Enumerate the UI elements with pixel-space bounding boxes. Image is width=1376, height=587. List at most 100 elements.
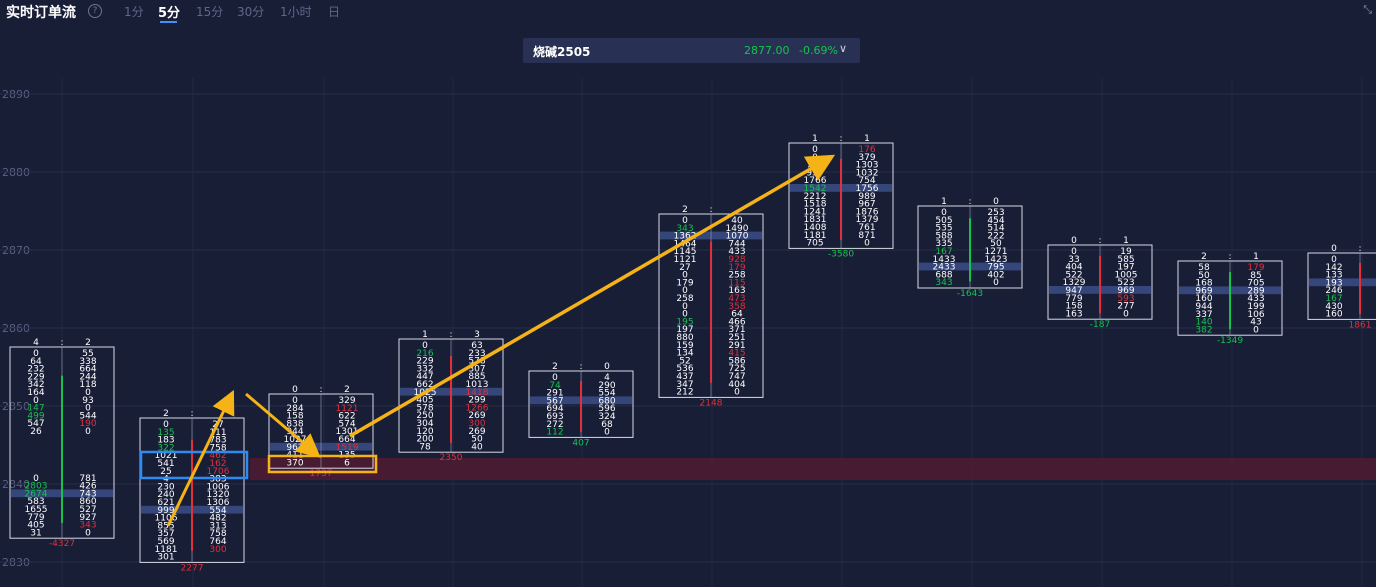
bid-volume: 567: [546, 396, 563, 406]
tab-5min[interactable]: 5分: [158, 6, 181, 21]
bid-volume: 304: [416, 419, 433, 429]
bid-volume: 272: [546, 420, 563, 430]
bid-volume: 74: [549, 381, 561, 391]
bid-volume: 370: [286, 458, 303, 468]
bid-volume: 405: [416, 396, 433, 406]
ask-volume: 1005: [1115, 270, 1138, 280]
candle-delta: -1349: [1217, 336, 1243, 346]
tab-1hour[interactable]: 1小时: [280, 5, 312, 19]
ask-volume: 383: [209, 475, 226, 485]
candle-top-bid: 1: [812, 134, 818, 144]
ask-volume: 967: [858, 200, 875, 210]
bid-volume: 343: [676, 224, 693, 234]
candle-delta: 2148: [700, 398, 723, 408]
poc-row: [1309, 278, 1376, 287]
bid-volume: 26: [30, 427, 42, 437]
expand-icon[interactable]: ⤡: [1363, 3, 1372, 16]
ask-volume: 1271: [985, 247, 1008, 257]
candle-top-bid: 2: [1201, 252, 1207, 262]
bid-volume: 437: [676, 372, 693, 382]
bid-volume: 0: [1331, 255, 1337, 265]
bid-volume: 163: [1065, 309, 1082, 319]
bid-volume: 200: [416, 435, 433, 445]
bid-volume: 536: [676, 364, 693, 374]
ask-volume: 989: [858, 192, 875, 202]
ask-volume: 725: [728, 364, 745, 374]
bid-volume: 133: [1325, 271, 1342, 281]
ask-volume: 179: [1247, 263, 1264, 273]
bid-volume: 230: [157, 482, 174, 492]
bid-volume: 662: [416, 380, 433, 390]
bid-volume: 229: [416, 357, 433, 367]
tab-30min[interactable]: 30分: [237, 5, 265, 19]
bid-volume: 541: [157, 459, 174, 469]
ask-volume: 664: [338, 435, 355, 445]
bid-volume: 0: [812, 145, 818, 155]
candle-top-sep: :: [1358, 244, 1361, 254]
ask-volume: 222: [987, 231, 1004, 241]
ask-volume: 0: [85, 388, 91, 398]
candle-delta: 1861: [1349, 320, 1372, 330]
bid-volume: 0: [33, 396, 39, 406]
ask-volume: 106: [1247, 310, 1264, 320]
candle-top-ask: 2: [85, 338, 91, 348]
ask-volume: 1876: [856, 207, 879, 217]
tab-day[interactable]: 日: [328, 5, 341, 19]
bid-volume: 160: [1325, 310, 1342, 320]
ask-volume: 0: [85, 404, 91, 414]
ask-volume: 277: [1117, 302, 1134, 312]
candle-top-bid: 0: [1331, 244, 1337, 254]
ask-volume: 454: [987, 216, 1004, 226]
bid-volume: 1241: [804, 207, 827, 217]
ask-volume: 1423: [985, 255, 1008, 265]
ask-volume: 1418: [466, 388, 489, 398]
ask-volume: 527: [79, 505, 96, 515]
bid-volume: 1766: [804, 176, 827, 186]
candle-top-ask: 1: [1253, 252, 1259, 262]
ask-volume: 118: [79, 380, 96, 390]
bid-volume: 197: [676, 325, 693, 335]
tab-1min[interactable]: 1分: [124, 5, 144, 19]
bid-volume: 447: [416, 372, 433, 382]
question-circle-icon[interactable]: ?: [88, 4, 102, 18]
bid-volume: 0: [163, 420, 169, 430]
ask-volume: 324: [598, 412, 615, 422]
candle-delta: -187: [1090, 320, 1110, 330]
bid-volume: 64: [30, 357, 42, 367]
bid-volume: 229: [27, 372, 44, 382]
ask-volume: 596: [598, 404, 615, 414]
ask-volume: 705: [1247, 279, 1264, 289]
ask-volume: 179: [728, 263, 745, 273]
bid-volume: 382: [1195, 325, 1212, 335]
bid-volume: 347: [676, 380, 693, 390]
ask-volume: 299: [468, 396, 485, 406]
bid-volume: 193: [1325, 278, 1342, 288]
ask-volume: 0: [993, 278, 999, 288]
candle-delta: 2350: [440, 453, 463, 463]
tab-15min[interactable]: 15分: [196, 5, 224, 19]
bid-volume: 159: [676, 341, 693, 351]
ask-volume: 1013: [466, 380, 489, 390]
ask-volume: 244: [79, 372, 96, 382]
ask-volume: 1756: [856, 184, 879, 194]
ask-volume: 0: [604, 428, 610, 438]
bid-volume: 0: [941, 208, 947, 218]
bid-volume: 167: [935, 247, 952, 257]
bid-volume: 158: [286, 412, 303, 422]
bid-volume: 855: [157, 521, 174, 531]
bid-volume: 147: [27, 404, 44, 414]
bid-volume: 33: [1068, 255, 1079, 265]
ask-volume: 758: [209, 529, 226, 539]
symbol-selector[interactable]: 烧碱2505 2877.00 -0.69% ∨: [523, 38, 860, 63]
bid-volume: 0: [1071, 247, 1077, 257]
ask-volume: 291: [728, 341, 745, 351]
ask-volume: 622: [338, 412, 355, 422]
bid-volume: 693: [546, 412, 563, 422]
bid-volume: 1106: [155, 514, 178, 524]
symbol-name: 烧碱2505: [533, 45, 591, 59]
bid-volume: 357: [157, 529, 174, 539]
ask-volume: 871: [858, 231, 875, 241]
candle-top-bid: 1: [941, 197, 947, 207]
ask-volume: 93: [82, 396, 93, 406]
